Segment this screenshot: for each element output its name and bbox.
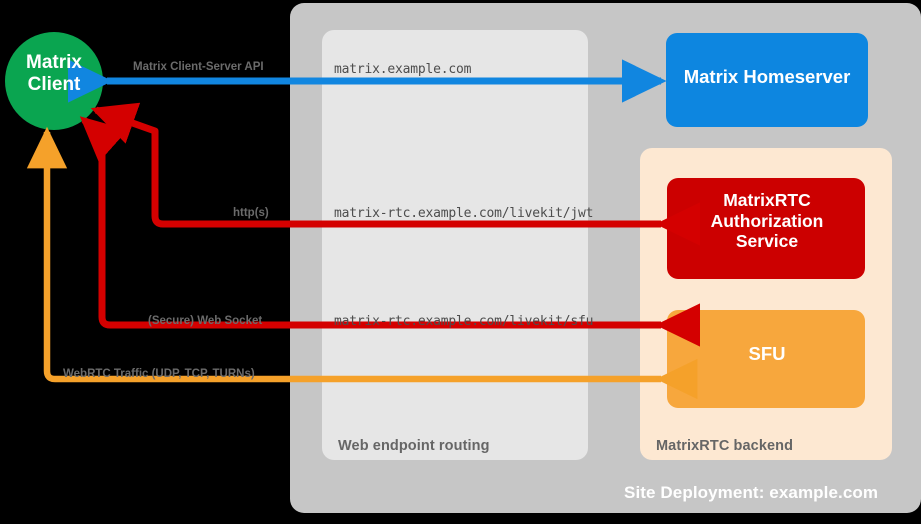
edge-label-webrtc-traffic: WebRTC Traffic (UDP, TCP, TURNs) — [63, 368, 255, 380]
edge-url-livekit-jwt: matrix-rtc.example.com/livekit/jwt — [334, 206, 594, 221]
panel-matrixrtc-backend-caption: MatrixRTC backend — [656, 438, 794, 454]
edge-url-livekit-sfu: matrix-rtc.example.com/livekit/sfu — [334, 314, 594, 329]
edge-label-client-server-api: Matrix Client-Server API — [133, 61, 264, 73]
edge-webrtc-traffic — [26, 126, 698, 400]
node-matrix-homeserver[interactable] — [666, 33, 868, 127]
node-matrixrtc-authorization-service[interactable] — [667, 178, 865, 279]
panel-web-endpoint-routing — [322, 30, 588, 460]
panel-web-endpoint-routing-caption: Web endpoint routing — [338, 438, 490, 454]
edge-url-client-server-api: matrix.example.com — [334, 62, 472, 77]
node-matrix-client[interactable] — [5, 32, 103, 130]
edge-label-livekit-sfu: (Secure) Web Socket — [148, 315, 263, 327]
panel-site-deployment-caption: Site Deployment: example.com — [624, 483, 879, 502]
edge-label-livekit-jwt: http(s) — [233, 207, 269, 219]
node-sfu[interactable] — [667, 310, 865, 408]
